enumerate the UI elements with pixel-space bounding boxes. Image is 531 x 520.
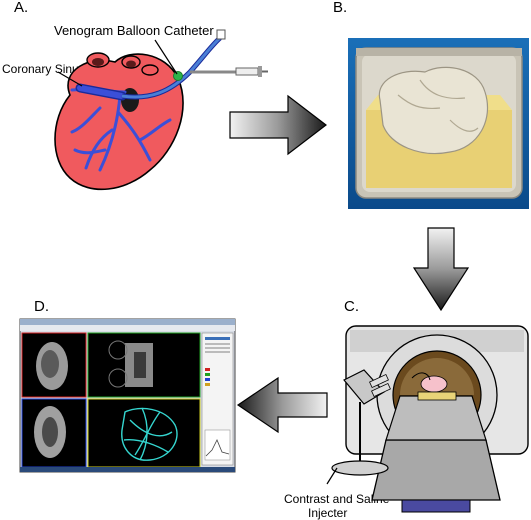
panel-label-a: A.	[14, 0, 29, 16]
ct-scanner-illustration	[345, 325, 529, 513]
software-screenshot	[19, 318, 236, 473]
injector-stand-icon	[326, 369, 391, 485]
coronary-sinus-label: Coronary Sinus	[2, 62, 85, 76]
down-arrow-icon	[412, 227, 470, 312]
heart-illustration	[54, 52, 184, 191]
panel-label-b: B.	[333, 0, 348, 16]
vessel-mesh-render	[121, 407, 178, 461]
catheter-label: Venogram Balloon Catheter	[54, 23, 214, 38]
catheter-syringe-icon	[121, 29, 268, 100]
panel-label-d: D.	[34, 298, 49, 315]
specimen-photo	[348, 38, 529, 209]
panel-label-c: C.	[344, 298, 359, 315]
right-arrow-icon	[229, 94, 327, 156]
injector-label-line1: Contrast and Saline	[284, 492, 390, 506]
left-arrow-icon	[236, 376, 328, 434]
injector-label-line2: Injecter	[308, 506, 348, 520]
